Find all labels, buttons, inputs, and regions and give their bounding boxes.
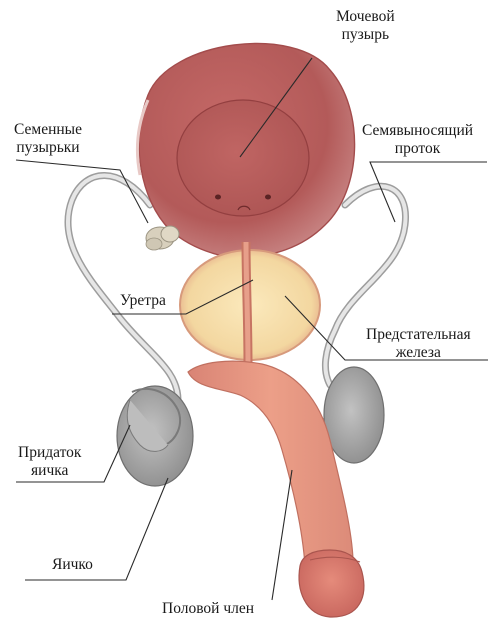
testis-left: [117, 386, 193, 486]
label-prostate-line2: железа: [366, 344, 471, 362]
label-seminal-vesicles: Семенные пузырьки: [14, 121, 82, 157]
label-urethra-text: Уретра: [120, 292, 166, 310]
leader-testicle: [25, 478, 168, 580]
label-testicle-text: Яичко: [52, 556, 93, 574]
label-seminal-vesicles-line2: пузырьки: [14, 139, 82, 157]
label-prostate: Предстательная железа: [366, 326, 471, 362]
label-testicle: Яичко: [52, 556, 93, 574]
leader-vas-deferens: [370, 162, 487, 222]
testis-right: [324, 367, 384, 463]
label-penis-text: Половой член: [162, 600, 254, 618]
label-vas-deferens: Семявыносящий проток: [362, 122, 473, 158]
label-epididymis-line2: яичка: [18, 462, 81, 480]
label-epididymis-line1: Придаток: [18, 444, 81, 462]
label-penis: Половой член: [162, 600, 254, 618]
leader-penis: [272, 470, 292, 600]
label-vas-deferens-line2: проток: [362, 140, 473, 158]
label-prostate-line1: Предстательная: [366, 326, 471, 344]
label-bladder: Мочевой пузырь: [336, 8, 395, 44]
urethra: [246, 242, 248, 365]
label-bladder-line1: Мочевой: [336, 8, 395, 26]
label-urethra: Уретра: [120, 292, 166, 310]
seminal-vesicles: [146, 226, 179, 250]
label-seminal-vesicles-line1: Семенные: [14, 121, 82, 139]
leader-seminal-vesicles: [16, 160, 148, 223]
label-bladder-line2: пузырь: [336, 26, 395, 44]
label-vas-deferens-line1: Семявыносящий: [362, 122, 473, 140]
label-epididymis: Придаток яичка: [18, 444, 81, 480]
